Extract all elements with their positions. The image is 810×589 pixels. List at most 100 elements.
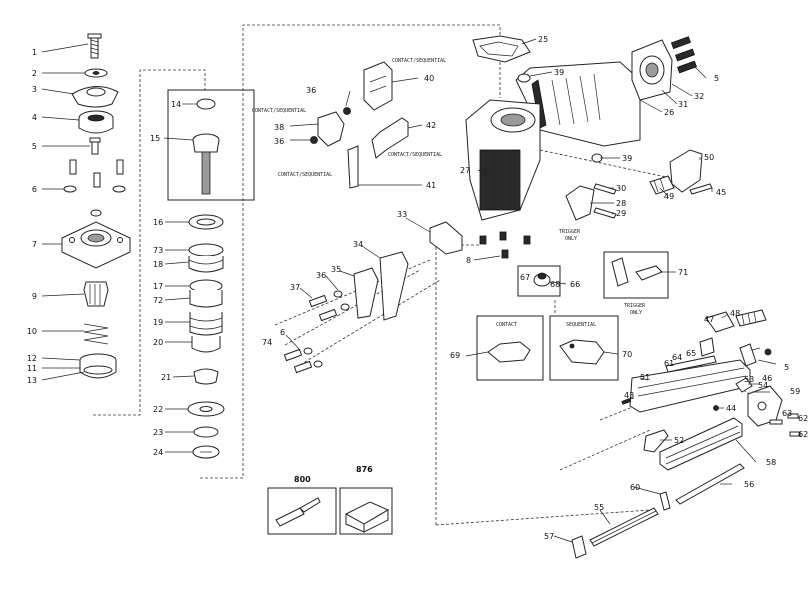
lever-part-42: [371, 117, 409, 159]
label-35: 35: [331, 265, 341, 274]
label-64: 64: [672, 353, 682, 362]
pin-part-63: [769, 419, 783, 425]
oil-box-800: [267, 487, 337, 535]
label-4: 4: [32, 113, 37, 122]
note-labels: CONTACT/SEQUENTIAL CONTACT/SEQUENTIAL CO…: [252, 58, 646, 328]
label-73: 73: [153, 246, 163, 255]
pusher-part-52: [643, 429, 669, 453]
label-14: 14: [171, 100, 181, 109]
label-12: 12: [27, 354, 37, 363]
label-68: 68: [550, 280, 560, 289]
label-56: 56: [744, 480, 754, 489]
label-27: 27: [460, 166, 470, 175]
label-55: 55: [594, 503, 604, 512]
label-70: 70: [622, 350, 632, 359]
label-33: 33: [397, 210, 407, 219]
label-15: 15: [150, 134, 160, 143]
label-65: 65: [686, 349, 696, 358]
valve-part-9: [83, 281, 109, 307]
plate-part-34: [379, 251, 409, 321]
label-43: 43: [624, 391, 634, 400]
label-38: 38: [274, 123, 284, 132]
bracket-part-28: [565, 185, 595, 221]
seal-part-13: [83, 365, 113, 375]
ring-part-14: [196, 98, 216, 110]
label-53: 53: [744, 375, 754, 384]
label-45: 45: [716, 188, 726, 197]
bracket-part-33: [429, 221, 463, 255]
handle-part-26: [515, 61, 641, 147]
label-49: 49: [664, 192, 674, 201]
label-18: 18: [153, 260, 163, 269]
driver-blade: [201, 151, 211, 195]
part-64: [699, 337, 715, 357]
part-46: [739, 343, 757, 367]
latch-part-47: [705, 311, 735, 333]
pin-part-36: [343, 107, 351, 115]
label-8: 8: [466, 256, 471, 265]
trigger-part-40: [363, 61, 393, 111]
note-contact-sequential-2: CONTACT/SEQUENTIAL: [252, 108, 306, 114]
spring-part-48: [735, 309, 767, 327]
label-876: 876: [356, 465, 373, 474]
label-63: 63: [782, 409, 792, 418]
spring-part-10: [83, 323, 109, 345]
part-60: [659, 491, 671, 511]
label-28: 28: [616, 199, 626, 208]
label-11: 11: [27, 364, 37, 373]
label-42: 42: [426, 121, 436, 130]
screws-part-8: [479, 231, 531, 259]
label-29: 29: [616, 209, 626, 218]
label-5c: 5: [784, 363, 789, 372]
screws-part-6: [63, 159, 126, 217]
cylinder-part-20: [191, 336, 221, 353]
trigger-part-71: [611, 257, 629, 287]
label-36a: 36: [306, 86, 316, 95]
oil-bottle-800: [275, 507, 305, 527]
cylinder-part-19: [189, 312, 223, 336]
label-58: 58: [766, 458, 776, 467]
contact-box: [476, 315, 544, 381]
cap-part-3: [71, 86, 119, 108]
label-67: 67: [520, 273, 530, 282]
case-box-876: [339, 487, 393, 535]
label-7: 7: [32, 240, 37, 249]
sequential-trip-part-70: [559, 339, 605, 365]
oring-part-73: [188, 243, 224, 257]
pin-part-43: [621, 398, 631, 405]
label-54: 54: [758, 381, 768, 390]
label-22: 22: [153, 405, 163, 414]
label-40: 40: [424, 74, 434, 83]
housing-nose-dark: [479, 149, 521, 211]
label-51: 51: [640, 373, 650, 382]
label-44: 44: [726, 404, 736, 413]
rail-part-58: [659, 417, 743, 471]
trigger-parts: [310, 61, 409, 189]
label-60: 60: [630, 483, 640, 492]
seal-part-72: [189, 290, 223, 308]
rail-part-61: [665, 355, 717, 373]
label-59: 59: [790, 387, 800, 396]
screws-part-37: [308, 290, 350, 322]
label-57: 57: [544, 532, 554, 541]
label-25: 25: [538, 35, 548, 44]
label-3: 3: [32, 85, 37, 94]
end-part-57: [571, 535, 587, 559]
label-1: 1: [32, 48, 37, 57]
latch-part-50: [669, 149, 703, 193]
label-2: 2: [32, 69, 37, 78]
screws-part-74: [283, 347, 323, 374]
screw-part-1: [90, 35, 99, 59]
pin-part-62: [787, 413, 799, 419]
label-39a: 39: [554, 68, 564, 77]
label-26: 26: [664, 108, 674, 117]
label-61: 61: [664, 359, 674, 368]
pin-part-29: [593, 207, 617, 219]
label-39b: 39: [622, 154, 632, 163]
label-5a: 5: [714, 74, 719, 83]
gasket-part-25: [472, 35, 531, 63]
label-66: 66: [570, 280, 580, 289]
label-21: 21: [161, 373, 171, 382]
